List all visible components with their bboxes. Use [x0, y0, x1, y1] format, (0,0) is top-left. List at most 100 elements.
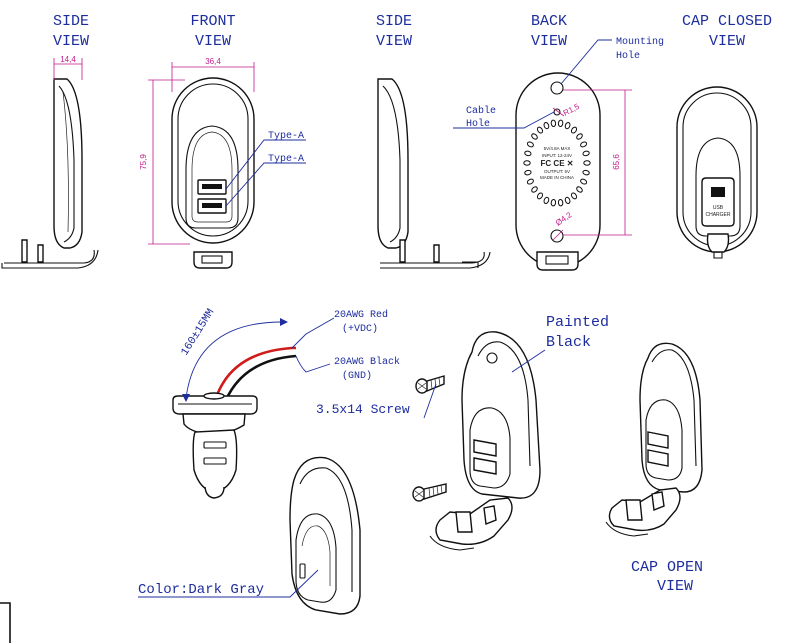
vent-slot [576, 186, 583, 193]
back-hole-callouts: Mounting Hole Cable Hole [453, 36, 664, 130]
cable-hole-label-2: Hole [466, 118, 490, 130]
front-view-drawing [171, 77, 255, 269]
back-title-line1: BACK [531, 13, 567, 30]
back-title-line2: VIEW [531, 33, 567, 50]
vent-slot [531, 186, 538, 193]
vent-slot [531, 133, 538, 140]
front-title-line1: FRONT [190, 13, 235, 30]
vent-slot [564, 122, 571, 130]
cap-open-title-line1: CAP OPEN [631, 559, 703, 576]
side-view-left-drawing [1, 78, 99, 269]
vent-slot [526, 141, 534, 148]
cable-hole-label-1: Cable [466, 105, 496, 117]
type-a-label-1: Type-A [268, 131, 304, 142]
front-height-dimension: 75,9 [139, 79, 190, 245]
vent-slot [564, 196, 571, 204]
front-title-line2: VIEW [195, 33, 231, 50]
back-spacing-label: 65,6 [612, 154, 621, 170]
back-vent-ring [523, 119, 591, 207]
front-width-dimension: 36,4 [171, 57, 255, 92]
dark-gray-housing-drawing [289, 456, 361, 615]
assembly-mounting-hole [486, 352, 498, 364]
vent-slot [536, 192, 544, 200]
vent-slot [570, 192, 578, 200]
screw-lower [412, 483, 447, 502]
side-left-title-line2: VIEW [53, 33, 89, 50]
cap-closed-title-line2: VIEW [709, 33, 745, 50]
red-wire [214, 346, 296, 399]
charger-cable-drawing [172, 346, 297, 499]
vent-slot [550, 199, 557, 207]
vent-slot [582, 150, 590, 157]
mounting-hole-label-2: Hole [616, 50, 640, 62]
view-title-side-right: SIDE VIEW [376, 13, 412, 50]
vent-slot [582, 169, 590, 176]
svg-text:USB: USB [713, 205, 724, 211]
mounting-hole-label-1: Mounting [616, 36, 664, 48]
painted-black-label-1: Painted [546, 314, 609, 331]
vent-slot [524, 150, 532, 157]
vent-slot [580, 141, 588, 148]
back-mounting-hole-bottom [550, 229, 564, 243]
vent-slot [580, 178, 588, 185]
color-label: Color:Dark Gray [138, 582, 264, 598]
wire-callouts: 20AWG Red (+VDC) 20AWG Black (GND) [291, 309, 400, 382]
frame-corner [0, 602, 11, 643]
cable-length-label: 160±15MM [179, 307, 217, 358]
side-left-title-line1: SIDE [53, 13, 89, 30]
svg-text:FC CE ✕: FC CE ✕ [541, 159, 574, 168]
type-a-label-2: Type-A [268, 154, 304, 165]
svg-text:MADE IN CHINA: MADE IN CHINA [540, 175, 574, 180]
vent-slot [550, 119, 557, 127]
wire-black-label-2: (GND) [342, 370, 372, 382]
wire-red-label-1: 20AWG Red [334, 309, 388, 321]
wire-black-label-1: 20AWG Black [334, 356, 400, 368]
cap-closed-drawing: USB CHARGER [676, 86, 758, 259]
vent-slot [557, 199, 564, 207]
vent-slot [576, 133, 583, 140]
painted-black-assembly-drawing [429, 331, 541, 551]
black-wire [224, 354, 297, 401]
back-hole-spacing-dimension: 65,6 [563, 89, 632, 236]
screw-upper [415, 375, 445, 394]
side-right-title-line2: VIEW [376, 33, 412, 50]
side-view-right-drawing [377, 78, 491, 269]
usb-port-lower [197, 198, 227, 214]
vent-slot [523, 160, 531, 166]
side-depth-label: 14,4 [60, 55, 76, 64]
vent-slot [526, 178, 534, 185]
cap-closed-title-line1: CAP CLOSED [682, 13, 772, 30]
type-a-callouts: Type-A Type-A [225, 131, 306, 207]
svg-text:CHARGER: CHARGER [705, 212, 730, 218]
wire-red-label-2: (+VDC) [342, 323, 378, 335]
color-callout: Color:Dark Gray [138, 569, 319, 598]
cap-open-title-line2: VIEW [657, 578, 693, 595]
svg-text:INPUT: 12-24V: INPUT: 12-24V [542, 153, 572, 158]
painted-black-label-2: Black [546, 334, 591, 351]
view-title-cap-open: CAP OPEN VIEW [631, 559, 703, 595]
side-right-title-line1: SIDE [376, 13, 412, 30]
view-title-front: FRONT VIEW [190, 13, 235, 50]
vent-slot [543, 196, 550, 204]
side-depth-dimension: 14,4 [53, 55, 83, 80]
painted-black-callout: Painted Black [511, 314, 609, 373]
back-view-drawing: 5V/4.8A MAX INPUT: 12-24V FC CE ✕ OUTPUT… [515, 72, 601, 271]
view-title-cap-closed: CAP CLOSED VIEW [682, 13, 772, 50]
cap-open-drawing [605, 342, 703, 537]
vent-slot [557, 119, 564, 127]
vent-slot [583, 160, 591, 166]
front-width-label: 36,4 [205, 57, 221, 66]
screw-label: 3.5x14 Screw [316, 402, 410, 417]
svg-text:5V/4.8A MAX: 5V/4.8A MAX [544, 146, 571, 151]
vent-slot [524, 169, 532, 176]
front-height-label: 75,9 [139, 154, 148, 170]
usb-port-upper [197, 179, 227, 195]
vent-slot [543, 122, 550, 130]
vent-slot [536, 126, 544, 134]
vent-slot [570, 126, 578, 134]
view-title-back: BACK VIEW [531, 13, 567, 50]
back-mounting-hole-top [550, 81, 564, 95]
svg-text:OUTPUT: 5V: OUTPUT: 5V [544, 169, 570, 174]
screw-callout: 3.5x14 Screw [316, 383, 437, 419]
